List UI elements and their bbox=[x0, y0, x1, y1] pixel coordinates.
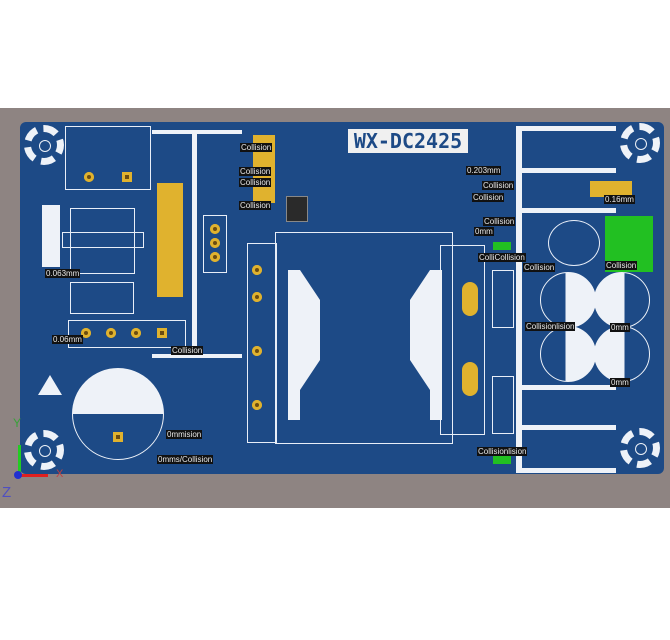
heatsink-silkscreen bbox=[192, 130, 197, 358]
drc-label[interactable]: 0mm bbox=[610, 378, 630, 387]
resistor bbox=[590, 181, 632, 197]
z-axis-label: Z bbox=[2, 484, 12, 501]
pad bbox=[157, 328, 167, 338]
heatsink-fin bbox=[516, 208, 616, 213]
drc-label[interactable]: Collision bbox=[523, 263, 556, 272]
drc-label[interactable]: 0.06mm bbox=[52, 335, 83, 344]
mounting-hole bbox=[24, 430, 64, 470]
pad bbox=[252, 292, 262, 302]
fuse-footprint bbox=[548, 220, 600, 266]
heatsink-silkscreen bbox=[152, 354, 242, 358]
pad bbox=[252, 400, 262, 410]
mounting-hole bbox=[620, 428, 660, 468]
pad bbox=[210, 252, 220, 262]
relay-footprint bbox=[70, 208, 135, 274]
pad bbox=[252, 265, 262, 275]
drc-label[interactable]: Collision bbox=[239, 167, 272, 176]
mounting-hole bbox=[24, 125, 64, 165]
pad bbox=[106, 328, 116, 338]
connector-footprint bbox=[68, 320, 186, 348]
x-axis-label: X bbox=[56, 468, 64, 480]
y-axis-arrow bbox=[18, 445, 21, 477]
drc-label[interactable]: Collision bbox=[605, 261, 638, 270]
pad bbox=[210, 224, 220, 234]
heatsink-fin bbox=[516, 168, 616, 173]
heatsink-pads bbox=[157, 183, 183, 297]
drc-label[interactable]: 0.203mm bbox=[466, 166, 502, 175]
drc-label[interactable]: Collision bbox=[240, 143, 273, 152]
heatsink-silkscreen bbox=[516, 468, 616, 473]
fuse-silkscreen bbox=[42, 205, 60, 267]
pad bbox=[81, 328, 91, 338]
smd-led bbox=[493, 242, 511, 250]
pad bbox=[131, 328, 141, 338]
pad bbox=[252, 346, 262, 356]
esd-warning-icon bbox=[38, 375, 62, 395]
pad bbox=[113, 432, 123, 442]
drc-label[interactable]: 0mms/Collision bbox=[157, 455, 214, 464]
drc-label[interactable]: 0mmision bbox=[166, 430, 203, 439]
mounting-hole bbox=[620, 123, 660, 163]
capacitor bbox=[540, 272, 596, 328]
board-title: WX-DC2425 bbox=[348, 129, 468, 153]
electrolytic-capacitor bbox=[72, 368, 164, 460]
capacitor-footprint bbox=[70, 282, 134, 314]
pad bbox=[122, 172, 132, 182]
smd-led bbox=[493, 456, 511, 464]
connector-footprint bbox=[492, 270, 514, 328]
drc-label[interactable]: Collision bbox=[482, 181, 515, 190]
drc-label[interactable]: Collisionlision bbox=[525, 322, 576, 331]
connector-footprint bbox=[492, 376, 514, 434]
drc-label[interactable]: 0.063mm bbox=[45, 269, 81, 278]
drc-label[interactable]: Collisionlision bbox=[477, 447, 528, 456]
capacitor bbox=[594, 272, 650, 328]
drc-label[interactable]: Collision bbox=[239, 201, 272, 210]
x-axis-arrow bbox=[18, 474, 48, 477]
heatsink-silkscreen bbox=[152, 130, 242, 134]
heatsink-fin bbox=[516, 385, 616, 390]
drc-label[interactable]: Collision bbox=[472, 193, 505, 202]
y-axis-label: Y bbox=[13, 416, 22, 430]
ic-chip bbox=[286, 196, 308, 222]
capacitor bbox=[594, 326, 650, 382]
drc-label[interactable]: 0mm bbox=[474, 227, 494, 236]
pad bbox=[84, 172, 94, 182]
transformer-core-silkscreen bbox=[288, 270, 442, 420]
heatsink-silkscreen bbox=[516, 126, 522, 472]
transformer-footprint bbox=[275, 232, 453, 444]
inductor-pad bbox=[462, 362, 478, 396]
pad bbox=[210, 238, 220, 248]
capacitor bbox=[540, 326, 596, 382]
connector-footprint bbox=[65, 126, 151, 190]
drc-label[interactable]: Collision bbox=[483, 217, 516, 226]
drc-label[interactable]: ColliCollision bbox=[478, 253, 526, 262]
drc-label[interactable]: Collision bbox=[239, 178, 272, 187]
inductor-pad bbox=[462, 282, 478, 316]
drc-label[interactable]: 0.16mm bbox=[604, 195, 635, 204]
z-axis-origin bbox=[14, 471, 22, 479]
heatsink-silkscreen bbox=[516, 126, 616, 131]
drc-label[interactable]: Collision bbox=[171, 346, 204, 355]
drc-label[interactable]: 0mm bbox=[610, 323, 630, 332]
relay-bar bbox=[62, 232, 144, 248]
transformer-footprint bbox=[247, 243, 277, 443]
transistor-footprint bbox=[203, 215, 227, 273]
heatsink-fin bbox=[516, 425, 616, 430]
